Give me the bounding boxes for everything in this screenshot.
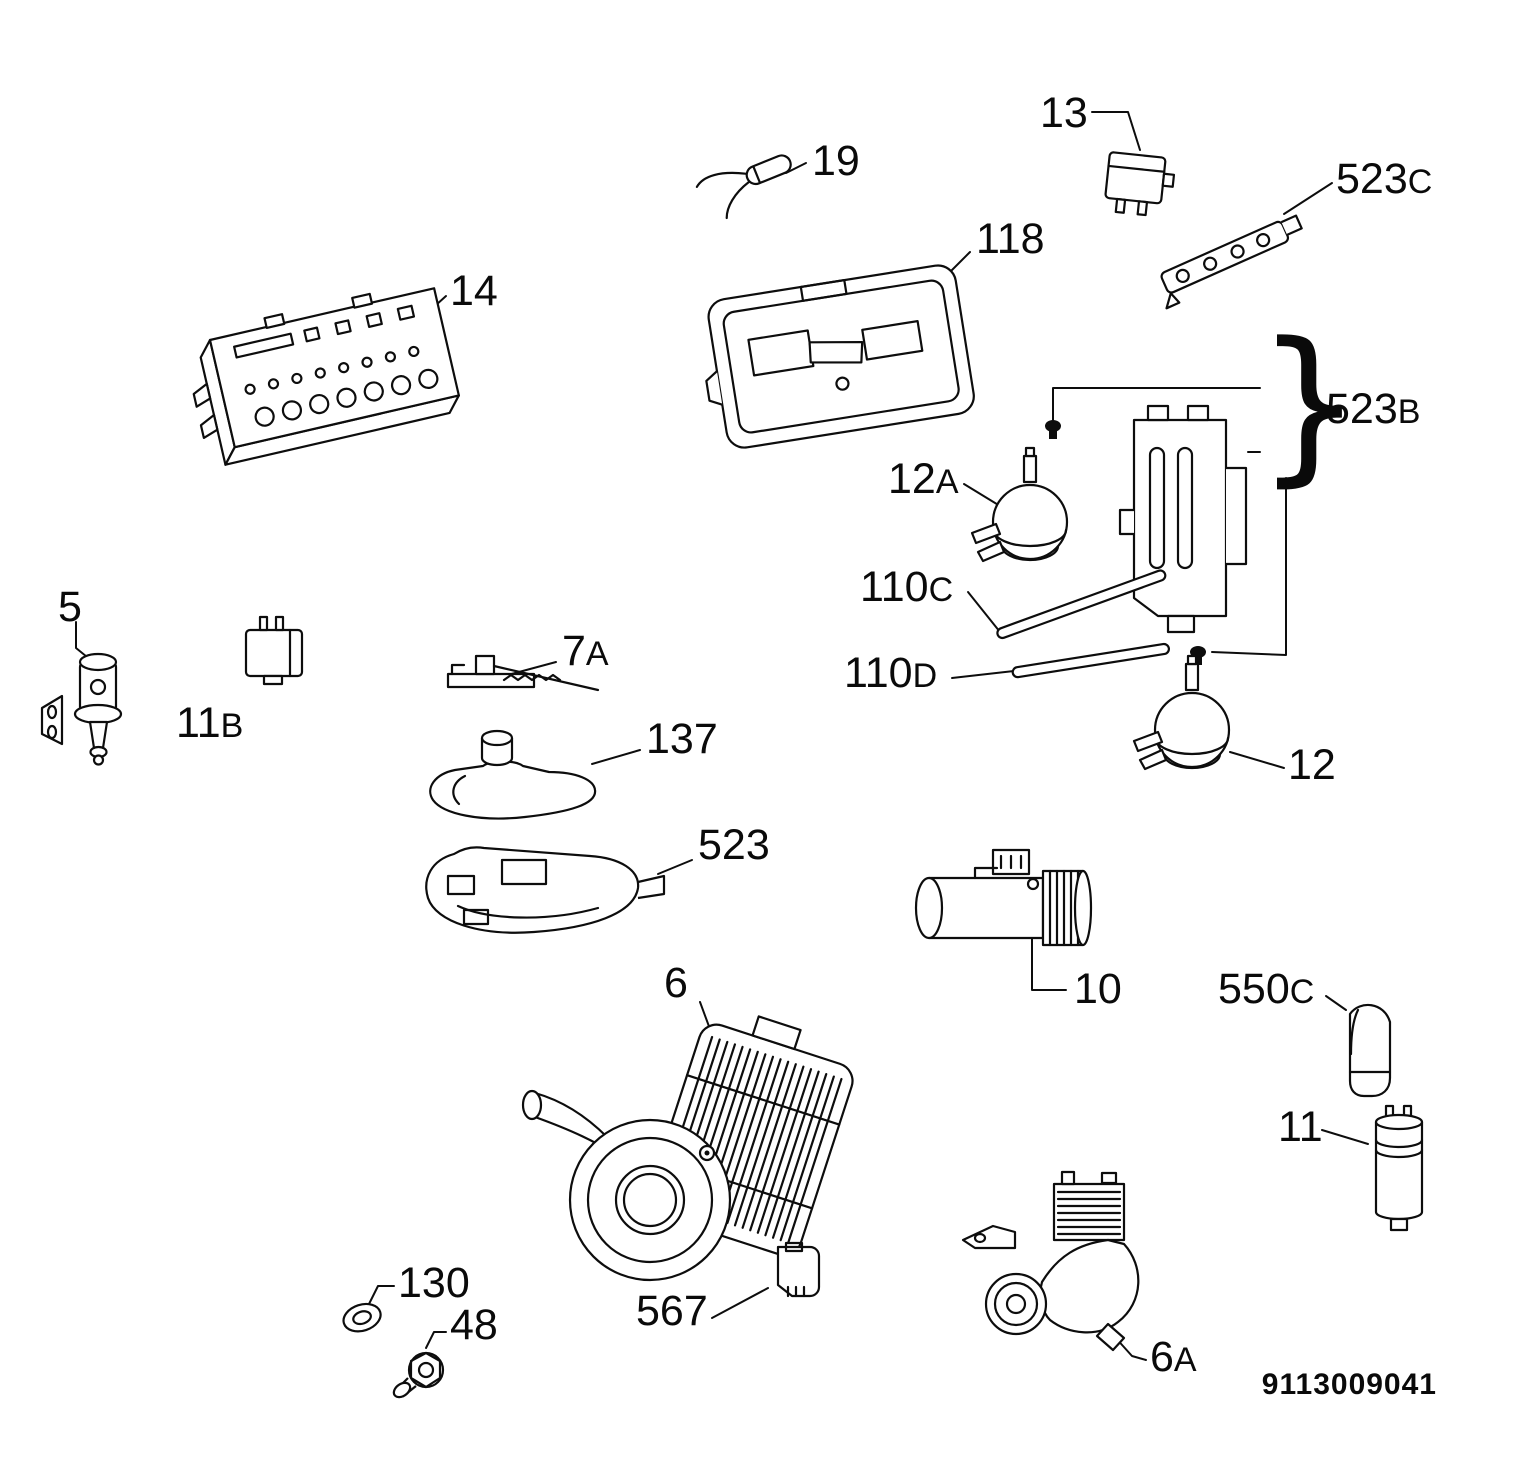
part-label-118: 118 (976, 215, 1045, 263)
part-label-11b: 11B (176, 699, 244, 747)
microswitch-7a-drawing (446, 654, 600, 692)
pressure-switch-12a-drawing (970, 446, 1069, 563)
hose-110c-drawing (996, 569, 1167, 640)
part-label-48: 48 (450, 1301, 498, 1349)
wiring-sleeve-19-drawing (695, 154, 792, 220)
door-latch-118-drawing (705, 264, 975, 449)
part-label-110c: 110C (860, 563, 954, 611)
part-label-523b: 523B (1326, 385, 1421, 433)
fill-valve-10-drawing (914, 848, 1093, 947)
grommet-523b-drawing (1045, 420, 1061, 439)
part-label-6a: 6A (1150, 1333, 1197, 1381)
part-label-14: 14 (450, 267, 498, 315)
part-label-110d: 110D (844, 649, 938, 697)
part-label-7a: 7A (562, 627, 609, 675)
grommet-130-drawing (342, 1302, 382, 1333)
interlock-switch-13-drawing (1104, 151, 1176, 217)
part-label-550c: 550C (1218, 965, 1315, 1013)
part-label-523c: 523C (1336, 155, 1433, 203)
hose-110d-drawing (1011, 642, 1170, 679)
document-number: 9113009041 (1261, 1368, 1437, 1401)
part-label-130: 130 (398, 1259, 470, 1307)
drain-pump-6a-drawing (961, 1170, 1140, 1352)
control-module-14-drawing (192, 287, 460, 466)
screw-48-drawing (392, 1351, 445, 1399)
part-label-137: 137 (646, 715, 718, 763)
brace-523b: } (1256, 306, 1363, 502)
part-label-567: 567 (636, 1287, 708, 1335)
part-label-5: 5 (58, 583, 82, 631)
pressure-chamber-523-drawing (425, 846, 666, 934)
pressure-switch-12-drawing (1132, 654, 1231, 771)
capacitor-11-drawing (1374, 1104, 1424, 1232)
bracket-523c-drawing (1160, 214, 1303, 310)
valve-5-drawing (40, 652, 123, 766)
part-label-13: 13 (1040, 89, 1088, 137)
part-label-19: 19 (812, 137, 860, 185)
wash-motor-6-drawing (521, 1015, 854, 1282)
part-label-11: 11 (1278, 1103, 1323, 1151)
cap-550c-drawing (1348, 1004, 1392, 1098)
bracket-523b-drawing (1118, 404, 1248, 634)
part-label-12: 12 (1288, 741, 1336, 789)
part-label-523: 523 (698, 821, 770, 869)
part-label-12a: 12A (888, 455, 959, 503)
part-label-10: 10 (1074, 965, 1122, 1013)
relay-11b-drawing (244, 615, 304, 686)
part-label-6: 6 (664, 959, 688, 1007)
cover-137-drawing (429, 729, 597, 820)
clip-567-drawing (776, 1241, 821, 1298)
